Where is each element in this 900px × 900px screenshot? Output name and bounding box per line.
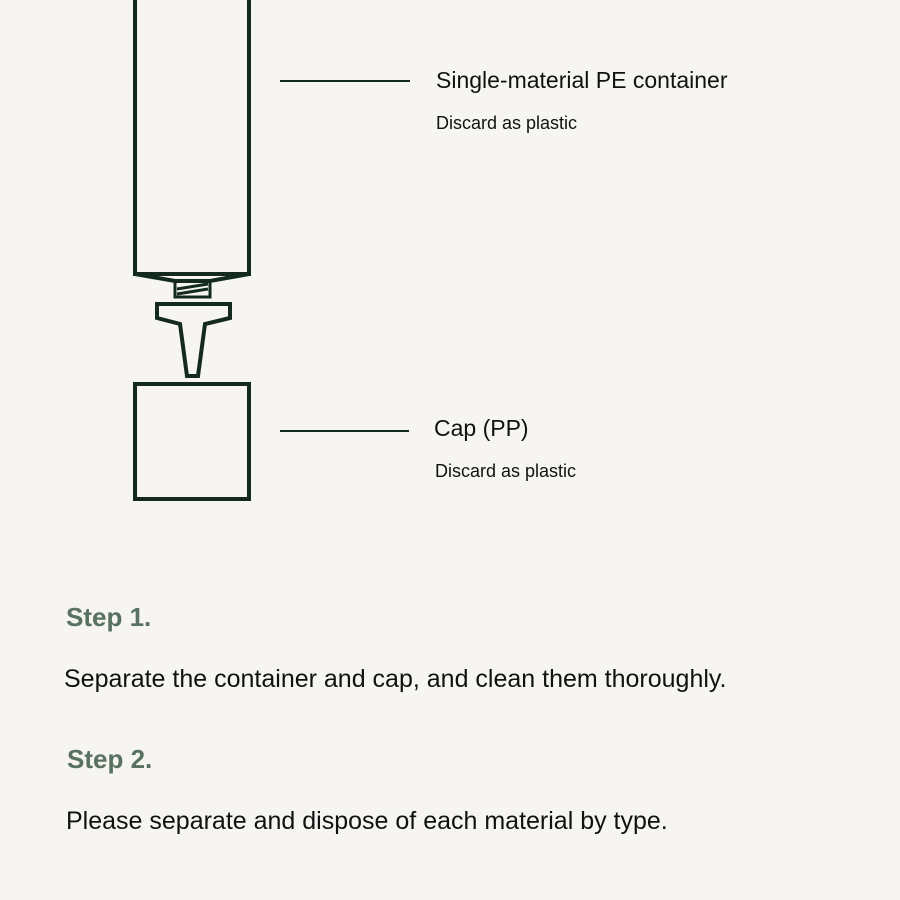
- container-shoulder: [134, 272, 250, 283]
- container-neck: [173, 281, 212, 299]
- cap: [133, 382, 251, 501]
- nozzle: [155, 302, 232, 378]
- step-2-label: Step 2.: [67, 744, 153, 774]
- container-disposal: Discard as plastic: [436, 113, 578, 133]
- step-1-text: Separate the container and cap, and clea…: [64, 665, 727, 693]
- container-body: [133, 0, 251, 276]
- cap-disposal: Discard as plastic: [435, 461, 577, 481]
- cap-label: Cap (PP): [434, 415, 529, 441]
- container-label: Single-material PE container: [436, 67, 728, 93]
- step-2-text: Please separate and dispose of each mate…: [66, 807, 668, 835]
- step-1-label: Step 1.: [66, 602, 152, 632]
